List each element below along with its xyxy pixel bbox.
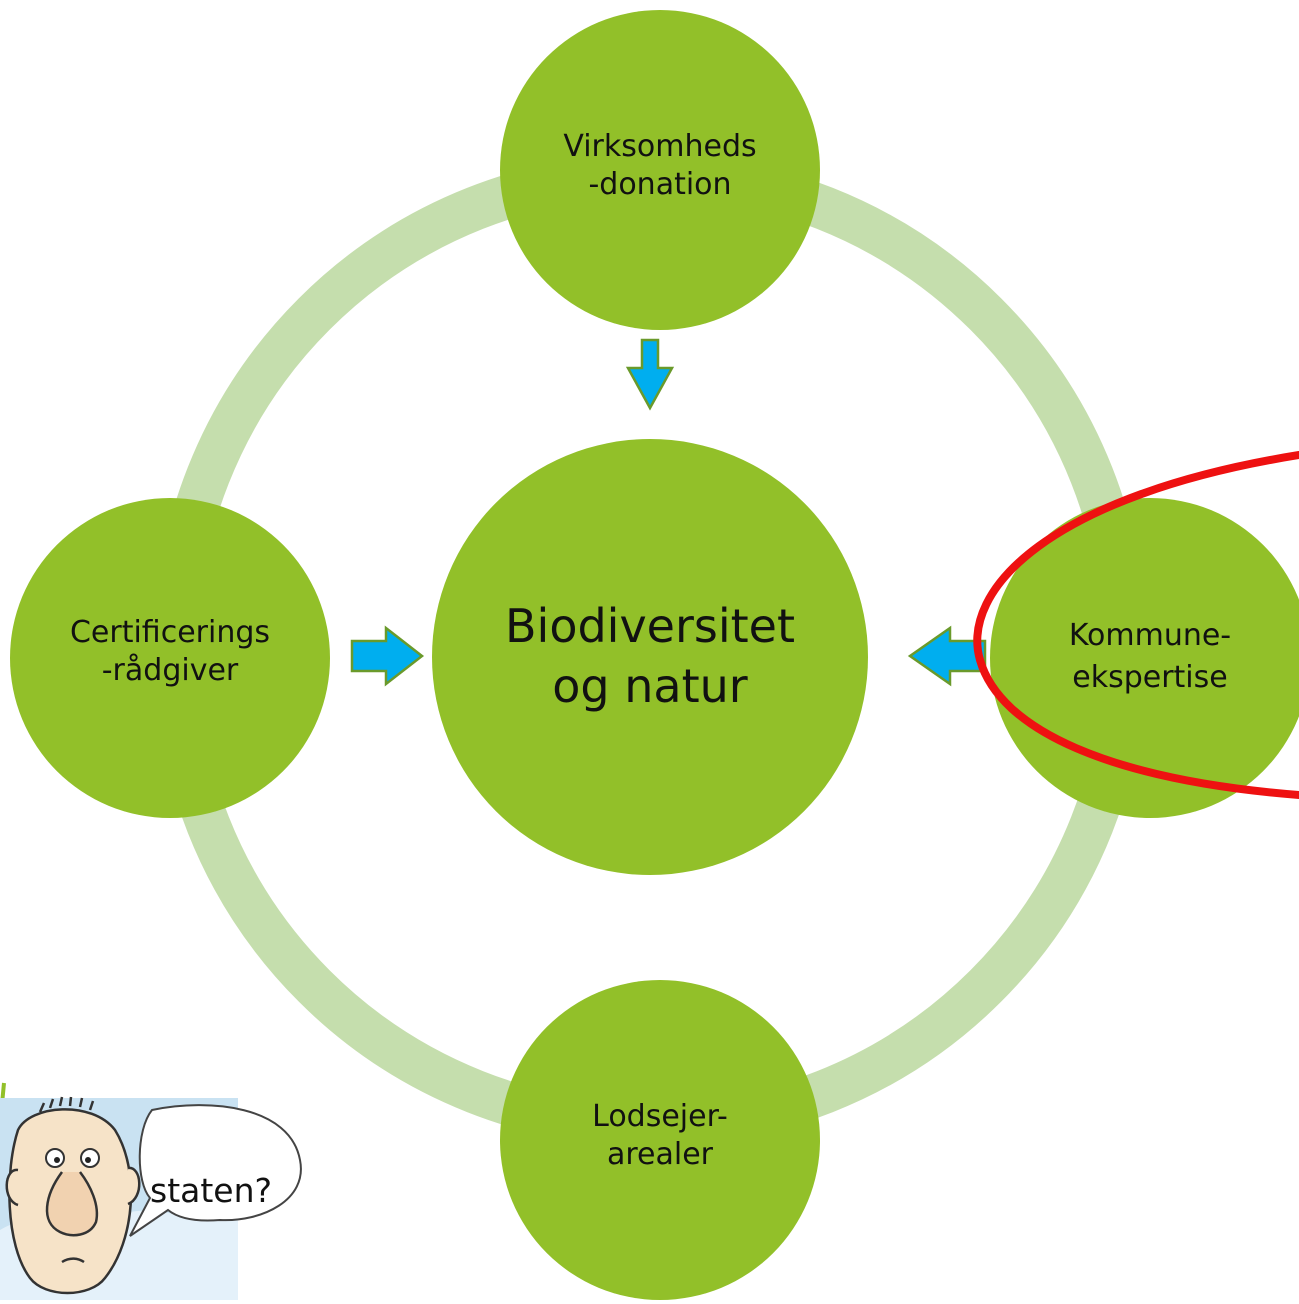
satellite-left-circle (10, 498, 330, 818)
center-label-line-1: Biodiversitet (505, 599, 795, 653)
satellite-right-circle (990, 498, 1299, 818)
satellite-left-label-line-1: Certificerings (70, 615, 270, 650)
arrow-down-icon (625, 338, 675, 411)
center-circle (432, 439, 868, 875)
cartoon-pupil-right (85, 1157, 91, 1163)
cartoon-ear-left (5, 1168, 19, 1207)
cartoon-pupil-left (54, 1157, 60, 1163)
satellite-left-label-line-2: -rådgiver (102, 653, 239, 688)
satellite-top-circle (500, 10, 820, 330)
cartoon-hair (38, 1096, 95, 1113)
cartoon-mouth (61, 1257, 85, 1264)
satellite-right-label-line-1: Kommune- (1069, 618, 1231, 653)
satellite-bottom-label-line-1: Lodsejer- (592, 1099, 728, 1134)
satellite-top-label-line-1: Virksomheds (563, 129, 756, 164)
satellite-bottom-circle (500, 980, 820, 1300)
arrow-right-icon (350, 625, 425, 687)
arrow-left-icon (907, 625, 987, 687)
satellite-right-label-line-2: ekspertise (1072, 660, 1227, 695)
cartoon-ear-right (127, 1166, 141, 1206)
satellite-bottom-label-line-2: arealer (607, 1137, 714, 1172)
cartoon-nose (45, 1171, 99, 1237)
center-label-line-2: og natur (552, 659, 747, 713)
speech-bubble-text: staten? (150, 1171, 272, 1210)
cartoon-character (0, 1096, 302, 1300)
highlight-ellipse (973, 451, 1299, 799)
speech-bubble (129, 1104, 302, 1237)
satellite-top-label-line-2: -donation (588, 167, 731, 202)
